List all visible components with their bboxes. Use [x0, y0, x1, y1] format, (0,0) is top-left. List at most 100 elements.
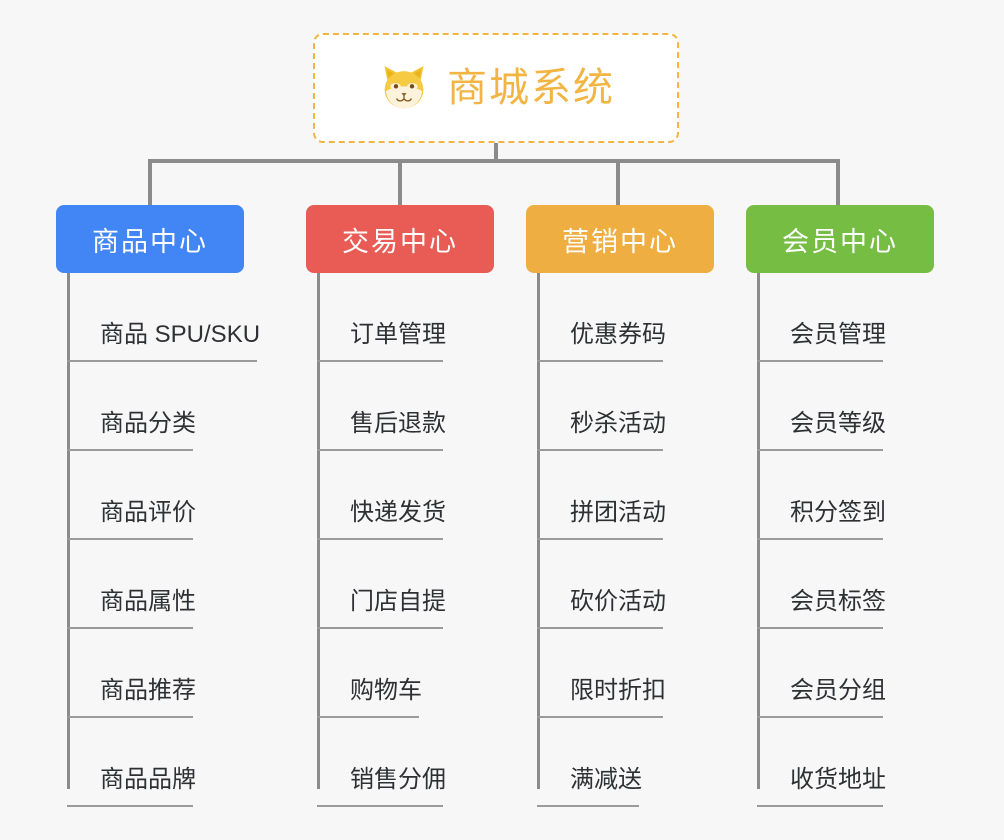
branch-body-member: 会员管理 会员等级 积分签到 会员标签 会员分组 收货地址	[746, 273, 966, 807]
leaf-label: 会员等级	[790, 409, 886, 437]
leaf-item[interactable]: 商品品牌	[67, 718, 306, 807]
leaf-item[interactable]: 会员分组	[757, 629, 966, 718]
leaf-item[interactable]: 商品属性	[67, 540, 306, 629]
branch-header-trade[interactable]: 交易中心	[306, 205, 494, 273]
root-node[interactable]: 商城系统	[313, 33, 679, 143]
leaf-label: 购物车	[350, 676, 422, 704]
leaf-label: 积分签到	[790, 498, 886, 526]
leaf-item[interactable]: 商品评价	[67, 451, 306, 540]
leaf-underline	[757, 805, 883, 807]
leaf-item[interactable]: 商品推荐	[67, 629, 306, 718]
leaf-label: 收货地址	[790, 765, 886, 793]
connector-drop-branch-3	[616, 159, 620, 205]
leaf-item[interactable]: 门店自提	[317, 540, 526, 629]
leaf-underline	[317, 449, 443, 451]
leaf-underline	[757, 538, 883, 540]
branch-column-member: 会员中心 会员管理 会员等级 积分签到 会员标签 会员分组	[746, 205, 966, 807]
leaf-label: 商品评价	[100, 498, 196, 526]
connector-drop-branch-2	[398, 159, 402, 205]
branch-header-label: 交易中心	[342, 226, 458, 257]
leaf-underline	[537, 360, 663, 362]
leaf-item[interactable]: 限时折扣	[537, 629, 746, 718]
leaf-label: 订单管理	[350, 320, 446, 348]
leaf-item[interactable]: 砍价活动	[537, 540, 746, 629]
leaf-label: 会员标签	[790, 587, 886, 615]
leaf-item[interactable]: 商品分类	[67, 362, 306, 451]
branch-trunk	[537, 273, 540, 789]
leaf-label: 拼团活动	[570, 498, 666, 526]
connector-horizontal-bus	[148, 159, 840, 163]
leaf-item[interactable]: 满减送	[537, 718, 746, 807]
leaf-label: 秒杀活动	[570, 409, 666, 437]
root-title: 商城系统	[447, 66, 615, 110]
connector-drop-branch-1	[148, 159, 152, 205]
leaf-item[interactable]: 会员等级	[757, 362, 966, 451]
leaf-underline	[317, 805, 443, 807]
leaf-label: 商品分类	[100, 409, 196, 437]
leaf-label: 满减送	[570, 765, 642, 793]
leaf-underline	[67, 716, 193, 718]
leaf-label: 商品品牌	[100, 765, 196, 793]
branch-header-label: 营销中心	[562, 226, 678, 257]
leaf-underline	[537, 449, 663, 451]
leaf-item[interactable]: 会员管理	[757, 273, 966, 362]
leaf-label: 商品 SPU/SKU	[100, 320, 261, 348]
branch-column-marketing: 营销中心 优惠券码 秒杀活动 拼团活动 砍价活动 限时折扣	[526, 205, 746, 807]
branch-trunk	[317, 273, 320, 789]
leaf-item[interactable]: 快递发货	[317, 451, 526, 540]
leaf-underline	[67, 805, 193, 807]
leaf-underline	[537, 538, 663, 540]
leaf-underline	[537, 805, 639, 807]
leaf-label: 销售分佣	[350, 765, 446, 793]
leaf-item[interactable]: 积分签到	[757, 451, 966, 540]
leaf-item[interactable]: 售后退款	[317, 362, 526, 451]
branch-header-label: 会员中心	[782, 226, 898, 257]
leaf-underline	[67, 360, 257, 362]
leaf-label: 售后退款	[350, 409, 446, 437]
leaf-label: 砍价活动	[570, 587, 666, 615]
leaf-item[interactable]: 会员标签	[757, 540, 966, 629]
leaf-underline	[317, 360, 443, 362]
leaf-item[interactable]: 拼团活动	[537, 451, 746, 540]
leaf-label: 会员分组	[790, 676, 886, 704]
branch-body-marketing: 优惠券码 秒杀活动 拼团活动 砍价活动 限时折扣 满减送	[526, 273, 746, 807]
leaf-underline	[757, 449, 883, 451]
leaf-underline	[317, 627, 443, 629]
leaf-item[interactable]: 优惠券码	[537, 273, 746, 362]
leaf-underline	[317, 716, 419, 718]
leaf-item[interactable]: 订单管理	[317, 273, 526, 362]
leaf-underline	[757, 627, 883, 629]
branch-trunk	[757, 273, 760, 789]
leaf-underline	[67, 449, 193, 451]
branch-header-product[interactable]: 商品中心	[56, 205, 244, 273]
leaf-label: 优惠券码	[570, 320, 666, 348]
shiba-dog-face-icon	[377, 61, 431, 115]
leaf-label: 商品属性	[100, 587, 196, 615]
leaf-item[interactable]: 收货地址	[757, 718, 966, 807]
branch-trunk	[67, 273, 70, 789]
branch-body-product: 商品 SPU/SKU 商品分类 商品评价 商品属性 商品推荐 商品品牌	[56, 273, 306, 807]
leaf-underline	[757, 360, 883, 362]
leaf-underline	[537, 716, 663, 718]
branch-column-product: 商品中心 商品 SPU/SKU 商品分类 商品评价 商品属性 商品推荐	[56, 205, 306, 807]
leaf-underline	[67, 538, 193, 540]
leaf-underline	[67, 627, 193, 629]
leaf-item[interactable]: 购物车	[317, 629, 526, 718]
branch-header-marketing[interactable]: 营销中心	[526, 205, 714, 273]
leaf-label: 商品推荐	[100, 676, 196, 704]
connector-drop-branch-4	[836, 159, 840, 205]
branch-column-trade: 交易中心 订单管理 售后退款 快递发货 门店自提 购物车	[306, 205, 526, 807]
branch-header-member[interactable]: 会员中心	[746, 205, 934, 273]
leaf-underline	[757, 716, 883, 718]
leaf-label: 会员管理	[790, 320, 886, 348]
leaf-underline	[537, 627, 663, 629]
leaf-label: 限时折扣	[570, 676, 666, 704]
leaf-item[interactable]: 商品 SPU/SKU	[67, 273, 306, 362]
branch-header-label: 商品中心	[92, 226, 208, 257]
leaf-label: 门店自提	[350, 587, 446, 615]
leaf-item[interactable]: 销售分佣	[317, 718, 526, 807]
leaf-item[interactable]: 秒杀活动	[537, 362, 746, 451]
branch-body-trade: 订单管理 售后退款 快递发货 门店自提 购物车 销售分佣	[306, 273, 526, 807]
connector-root-stem	[494, 143, 498, 163]
